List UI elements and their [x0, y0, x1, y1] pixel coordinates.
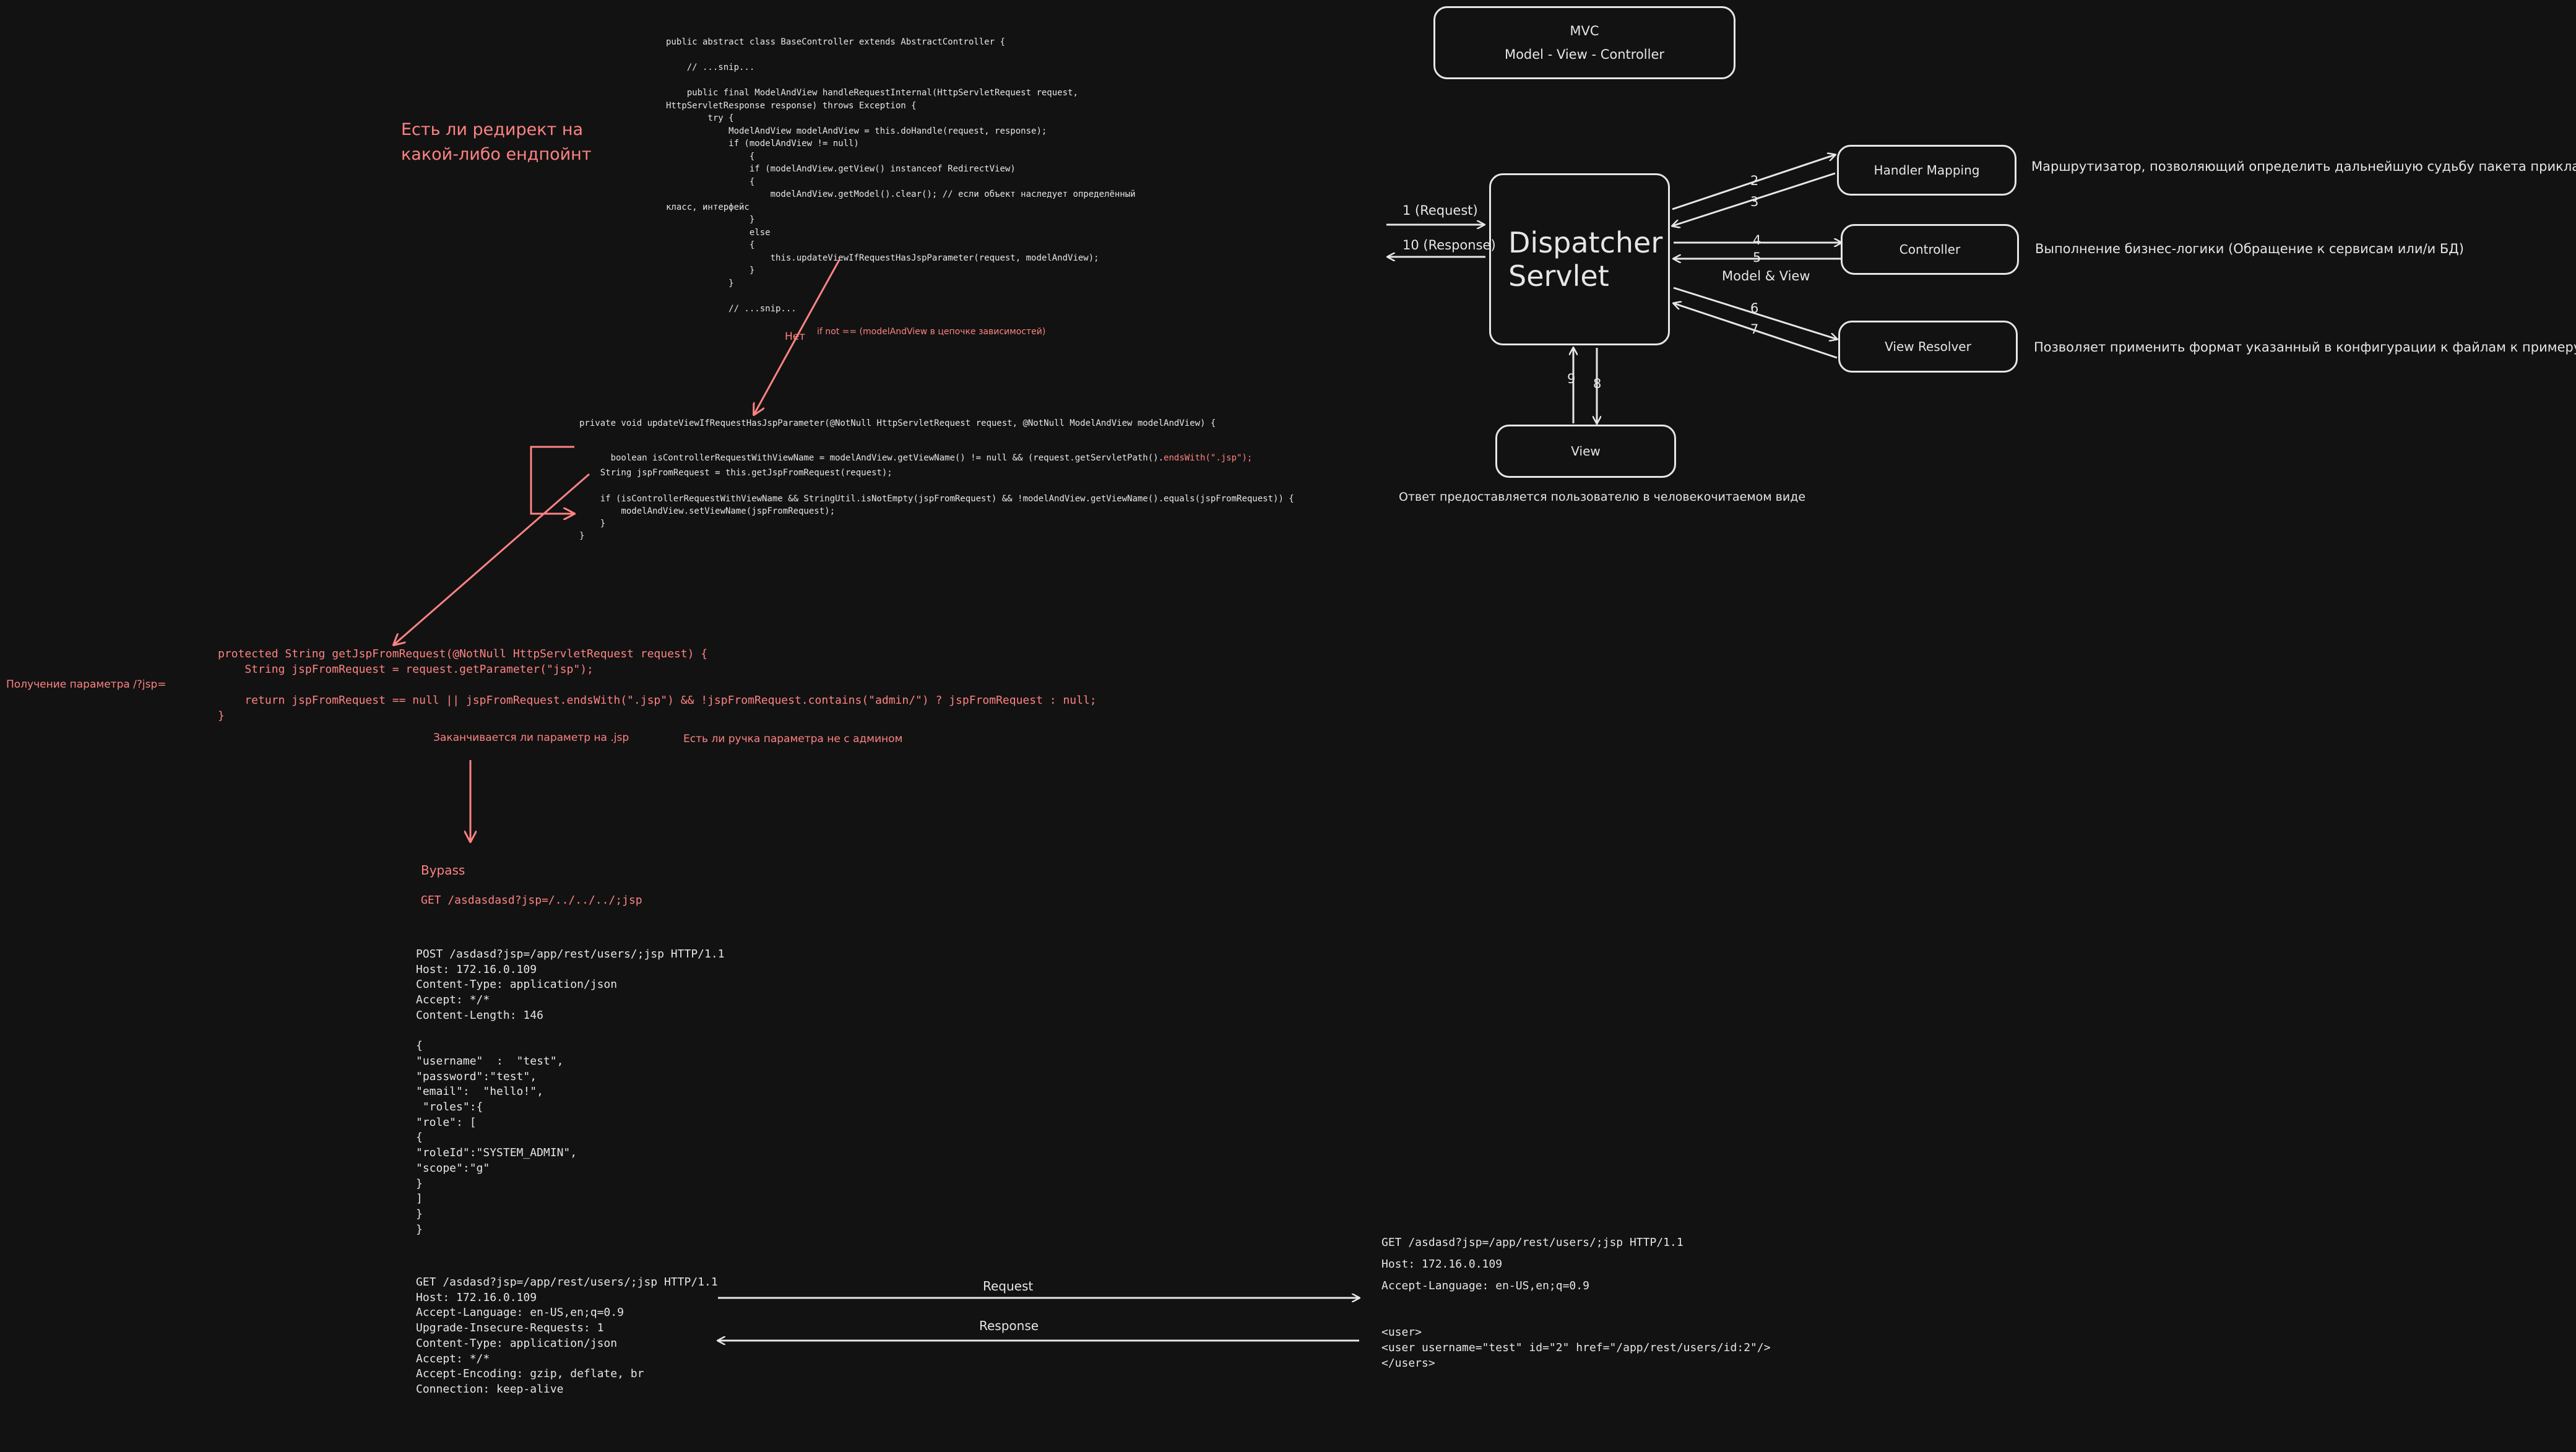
- label-ends-with: Заканчивается ли параметр на .jsp: [433, 732, 629, 744]
- post-request: POST /asdasd?jsp=/app/rest/users/;jsp HT…: [416, 948, 725, 1236]
- label-no: Нет: [785, 331, 806, 343]
- dispatcher-line1: Dispatcher: [1508, 226, 1663, 259]
- controller-desc: Выполнение бизнес-логики (Обращение к се…: [2035, 241, 2464, 256]
- label-6: 6: [1750, 301, 1759, 316]
- view-resolver-box: View Resolver: [1838, 321, 2018, 373]
- handler-mapping-box: Handler Mapping: [1837, 145, 2016, 196]
- right-response: <user> <user username="test" id="2" href…: [1381, 1326, 1771, 1370]
- label-if-not: if not == (modelAndView в цепочке зависи…: [817, 327, 1046, 337]
- controller-box: Controller: [1841, 224, 2019, 275]
- bracket-connector: [530, 446, 574, 514]
- bypass-request: GET /asdasdasd?jsp=/../../../;jsp: [421, 894, 642, 907]
- label-2: 2: [1750, 173, 1759, 188]
- view-desc: Ответ предоставляется пользователю в чел…: [1399, 490, 1806, 504]
- label-model-view: Model & View: [1722, 269, 1810, 283]
- handler-mapping-label: Handler Mapping: [1874, 163, 1980, 178]
- right-request: GET /asdasd?jsp=/app/rest/users/;jsp HTT…: [1381, 1236, 1683, 1292]
- view-label: View: [1571, 444, 1601, 459]
- arrow-request-label: Request: [983, 1279, 1034, 1294]
- label-9: 9: [1567, 371, 1576, 386]
- controller-label: Controller: [1899, 242, 1961, 257]
- arrow-no-branch: [754, 259, 841, 415]
- code-base-controller: public abstract class BaseController ext…: [666, 37, 1136, 314]
- code-update-view-line2: boolean isControllerRequestWithViewName …: [579, 443, 1253, 463]
- view-box: View: [1495, 425, 1676, 478]
- view-resolver-label: View Resolver: [1885, 339, 1971, 354]
- label-4: 4: [1753, 233, 1761, 248]
- label-handle: Есть ли ручка параметра не с админом: [683, 733, 903, 745]
- code-update-view-line4: if (isControllerRequestWithViewName && S…: [579, 494, 1294, 541]
- arrow-6: [1673, 287, 1837, 339]
- code-get-jsp: protected String getJspFromRequest(@NotN…: [218, 647, 1097, 722]
- arrow-response-label: Response: [979, 1318, 1039, 1333]
- arrow-2: [1672, 155, 1835, 210]
- arrow-3: [1672, 172, 1836, 226]
- label-get-param: Получение параметра /?jsp=: [6, 678, 166, 691]
- arrow-to-getjsp: [394, 473, 590, 645]
- code-update-view-line2-accent: endsWith(".jsp");: [1164, 453, 1253, 463]
- code-update-view-line3: String jspFromRequest = this.getJspFromR…: [579, 468, 893, 478]
- code-update-view-line1: private void updateViewIfRequestHasJspPa…: [579, 418, 1216, 428]
- mvc-box: MVC Model - View - Controller: [1433, 6, 1735, 79]
- mvc-title: MVC: [1570, 24, 1599, 38]
- handler-mapping-desc: Маршрутизатор, позволяющий определить да…: [2031, 159, 2576, 174]
- label-7: 7: [1750, 322, 1759, 337]
- get-request: GET /asdasd?jsp=/app/rest/users/;jsp HTT…: [416, 1276, 718, 1396]
- dispatcher-line2: Servlet: [1508, 259, 1609, 293]
- question-redirect: Есть ли редирект на какой-либо ендпойнт: [401, 120, 592, 164]
- bypass-title: Bypass: [421, 863, 465, 878]
- arrow-7: [1674, 303, 1838, 359]
- label-5: 5: [1753, 250, 1761, 265]
- label-8: 8: [1593, 376, 1602, 391]
- label-request: 1 (Request): [1403, 203, 1478, 218]
- label-3: 3: [1750, 194, 1759, 209]
- view-resolver-desc: Позволяет применить формат указанный в к…: [2034, 340, 2576, 355]
- dispatcher-servlet-box: Dispatcher Servlet: [1489, 173, 1670, 345]
- code-update-view-line2-main: boolean isControllerRequestWithViewName …: [589, 453, 1164, 463]
- label-response: 10 (Response): [1403, 238, 1496, 253]
- mvc-subtitle: Model - View - Controller: [1504, 47, 1665, 62]
